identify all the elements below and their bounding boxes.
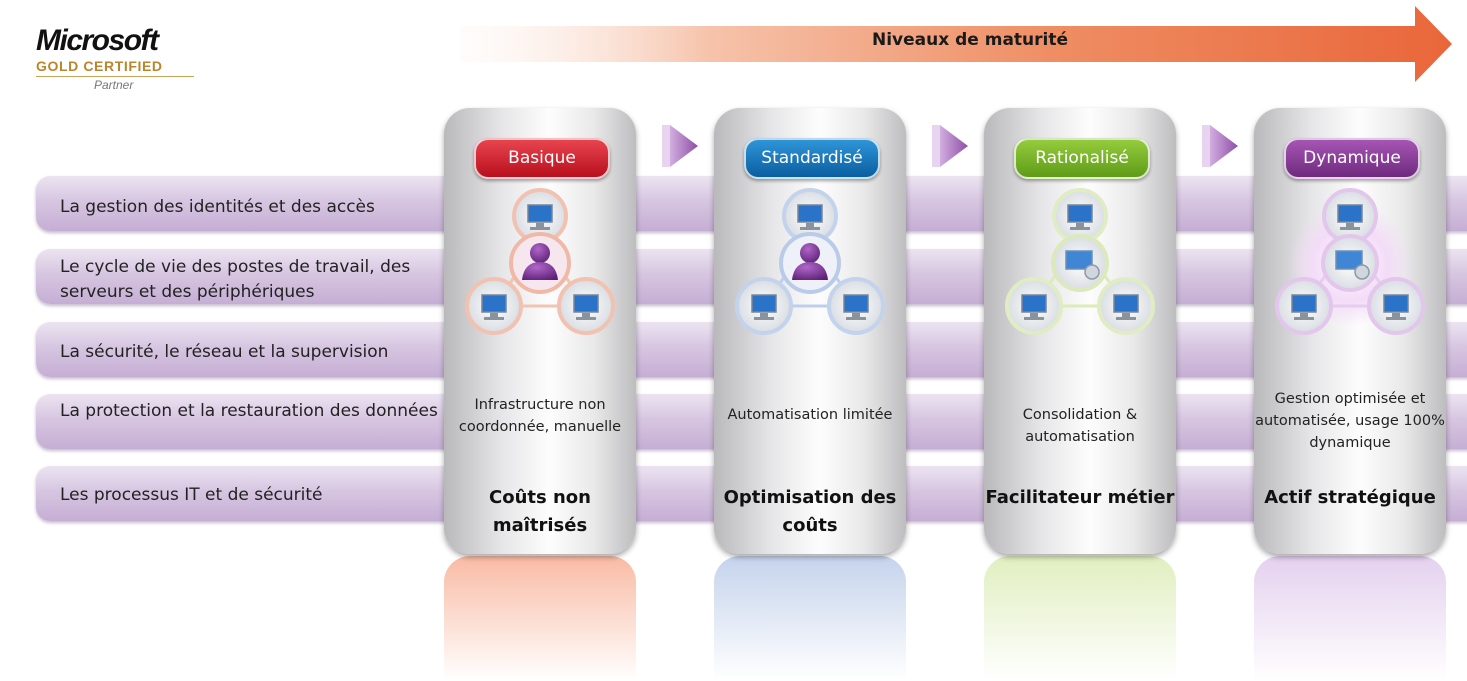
level-pill-standardise: Standardisé	[744, 138, 880, 179]
microsoft-gold-partner-logo: Microsoft GOLD CERTIFIED Partner	[36, 26, 206, 92]
cluster-standardise	[735, 188, 885, 335]
column-rationalise: Rationalisé Consolidation & automatisati…	[984, 108, 1176, 554]
column-standardise: Standardisé Automatisation limitée Optim…	[714, 108, 906, 554]
level-result-dynamique: Actif stratégique	[1264, 487, 1436, 508]
monitor-icon	[557, 277, 615, 335]
level-result-rationalise: Facilitateur métier	[985, 487, 1175, 508]
column-reflection-standardise	[714, 556, 906, 681]
monitor-icon	[1275, 277, 1333, 335]
monitor-icon	[465, 277, 523, 335]
column-dynamique: Dynamique Gestion optimisée et automatis…	[1254, 108, 1446, 554]
logo-certification: GOLD CERTIFIED	[36, 58, 194, 77]
column-basique: Basique Infrastructure non coordonnée, m…	[444, 108, 636, 554]
row-label-security: La sécurité, le réseau et la supervision	[60, 342, 389, 362]
step-arrow-icon	[932, 125, 968, 167]
step-arrow-icon	[662, 125, 698, 167]
logo-partner: Partner	[94, 78, 134, 92]
level-description-dynamique: Gestion optimisée et automatisée, usage …	[1255, 391, 1445, 451]
cluster-rationalise	[1005, 188, 1155, 335]
step-arrow-icon	[1202, 125, 1238, 167]
cluster-dynamique	[1275, 188, 1425, 335]
level-pill-basique: Basique	[474, 138, 610, 179]
row-label-protection: La protection et la restauration des don…	[60, 401, 438, 421]
monitor-icon	[1052, 188, 1108, 244]
row-label-lifecycle: Le cycle de vie des postes de travail, d…	[60, 257, 411, 302]
user-icon	[509, 232, 571, 294]
monitor-icon	[827, 277, 885, 335]
monitor-icon	[1097, 277, 1155, 335]
maturity-arrow	[460, 6, 1452, 82]
automation-icon	[1321, 234, 1379, 292]
level-description-standardise: Automatisation limitée	[727, 407, 893, 423]
level-pill-rationalise: Rationalisé	[1014, 138, 1150, 179]
level-result-basique: Coûts non maîtrisés	[489, 487, 591, 536]
row-label-identities: La gestion des identités et des accès	[60, 197, 375, 217]
automation-icon	[1051, 234, 1109, 292]
column-reflection-basique	[444, 556, 636, 681]
level-result-standardise: Optimisation des coûts	[723, 487, 897, 536]
cluster-basique	[465, 188, 615, 335]
level-description-rationalise: Consolidation & automatisation	[1022, 407, 1138, 445]
column-reflection-rationalise	[984, 556, 1176, 681]
maturity-label: Niveaux de maturité	[871, 30, 1069, 50]
column-reflection-dynamique	[1254, 556, 1446, 681]
logo-brand: Microsoft	[36, 24, 159, 57]
monitor-icon	[735, 277, 793, 335]
user-icon	[779, 232, 841, 294]
monitor-icon	[1005, 277, 1063, 335]
monitor-icon	[1367, 277, 1425, 335]
level-pill-dynamique: Dynamique	[1284, 138, 1420, 179]
level-description-basique: Infrastructure non coordonnée, manuelle	[458, 397, 622, 435]
row-label-processes: Les processus IT et de sécurité	[60, 485, 323, 505]
